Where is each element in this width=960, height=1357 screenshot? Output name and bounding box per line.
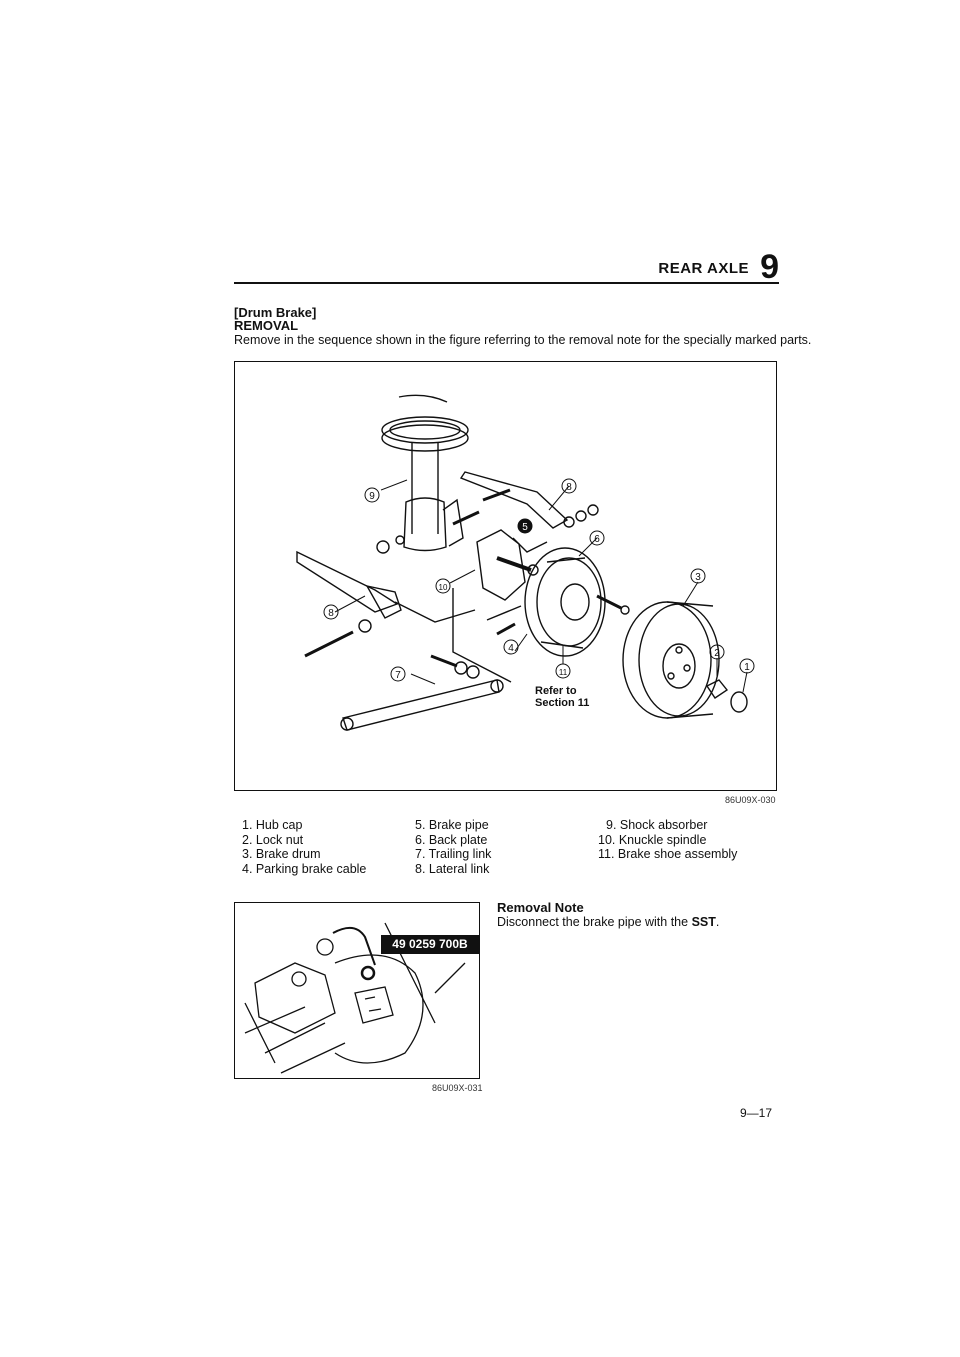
page-header: REAR AXLE 9 bbox=[234, 248, 779, 290]
section-title: REAR AXLE bbox=[658, 260, 749, 277]
legend-item: 1. Hub cap bbox=[242, 818, 303, 832]
exploded-view-figure: 1 2 3 4 5 6 7 8 8 9 10 11 Refer to Secti… bbox=[234, 361, 777, 791]
legend-item: 4. Parking brake cable bbox=[242, 861, 367, 876]
callout-6: 6 bbox=[594, 534, 600, 545]
figure1-code: 86U09X-030 bbox=[725, 795, 776, 805]
refer-label-line2: Section 11 bbox=[535, 697, 590, 709]
note-sst-term: SST bbox=[691, 915, 716, 929]
legend-item: 3. Brake drum bbox=[242, 847, 321, 861]
legend-item: 5. Brake pipe bbox=[415, 818, 489, 832]
sst-number-label: 49 0259 700B bbox=[381, 935, 479, 954]
removal-note-title: Removal Note bbox=[497, 900, 584, 915]
removal-note-text: Disconnect the brake pipe with the SST. bbox=[497, 915, 719, 929]
legend-column-1: 1. Hub cap 2. Lock nut 3. Brake drum 4. … bbox=[242, 818, 366, 876]
legend-item: 9. Shock absorber bbox=[606, 818, 708, 832]
callout-7: 7 bbox=[395, 670, 401, 681]
legend-column-2: 5. Brake pipe 6. Back plate 7. Trailing … bbox=[415, 818, 491, 876]
callout-1: 1 bbox=[744, 662, 750, 673]
sst-drawing bbox=[244, 922, 466, 1074]
legend-column-3: 9. Shock absorber 10. Knuckle spindle 11… bbox=[598, 818, 737, 862]
page-number: 9—17 bbox=[740, 1106, 773, 1120]
callout-9: 9 bbox=[369, 491, 375, 502]
note-text-part: Disconnect the brake pipe with the bbox=[497, 915, 692, 929]
note-text-end: . bbox=[715, 915, 720, 929]
header-rule bbox=[234, 282, 779, 284]
legend-item: 7. Trailing link bbox=[415, 847, 492, 861]
chapter-number: 9 bbox=[760, 248, 779, 286]
legend-item: 6. Back plate bbox=[415, 832, 488, 847]
callout-2: 2 bbox=[714, 648, 720, 659]
callout-10: 10 bbox=[439, 583, 448, 592]
legend-item: 11. Brake shoe assembly bbox=[598, 847, 738, 861]
callout-11: 11 bbox=[559, 668, 568, 677]
exploded-view-drawing: 1 2 3 4 5 6 7 8 8 9 10 11 bbox=[296, 394, 755, 731]
procedure-heading: REMOVAL bbox=[234, 318, 299, 333]
callout-3: 3 bbox=[695, 572, 701, 583]
figure2-code: 86U09X-031 bbox=[432, 1083, 483, 1093]
callout-8-upper: 8 bbox=[566, 482, 572, 493]
legend-item: 8. Lateral link bbox=[415, 861, 490, 876]
intro-text: Remove in the sequence shown in the figu… bbox=[234, 333, 812, 347]
legend-item: 2. Lock nut bbox=[242, 832, 304, 847]
callout-5: 5 bbox=[522, 522, 528, 533]
subsection-title: [Drum Brake] bbox=[234, 305, 317, 320]
callout-4: 4 bbox=[508, 643, 514, 654]
sst-figure bbox=[234, 902, 480, 1079]
refer-label-line1: Refer to bbox=[535, 685, 577, 697]
callout-8-lower: 8 bbox=[328, 608, 334, 619]
legend-item: 10. Knuckle spindle bbox=[598, 832, 707, 847]
